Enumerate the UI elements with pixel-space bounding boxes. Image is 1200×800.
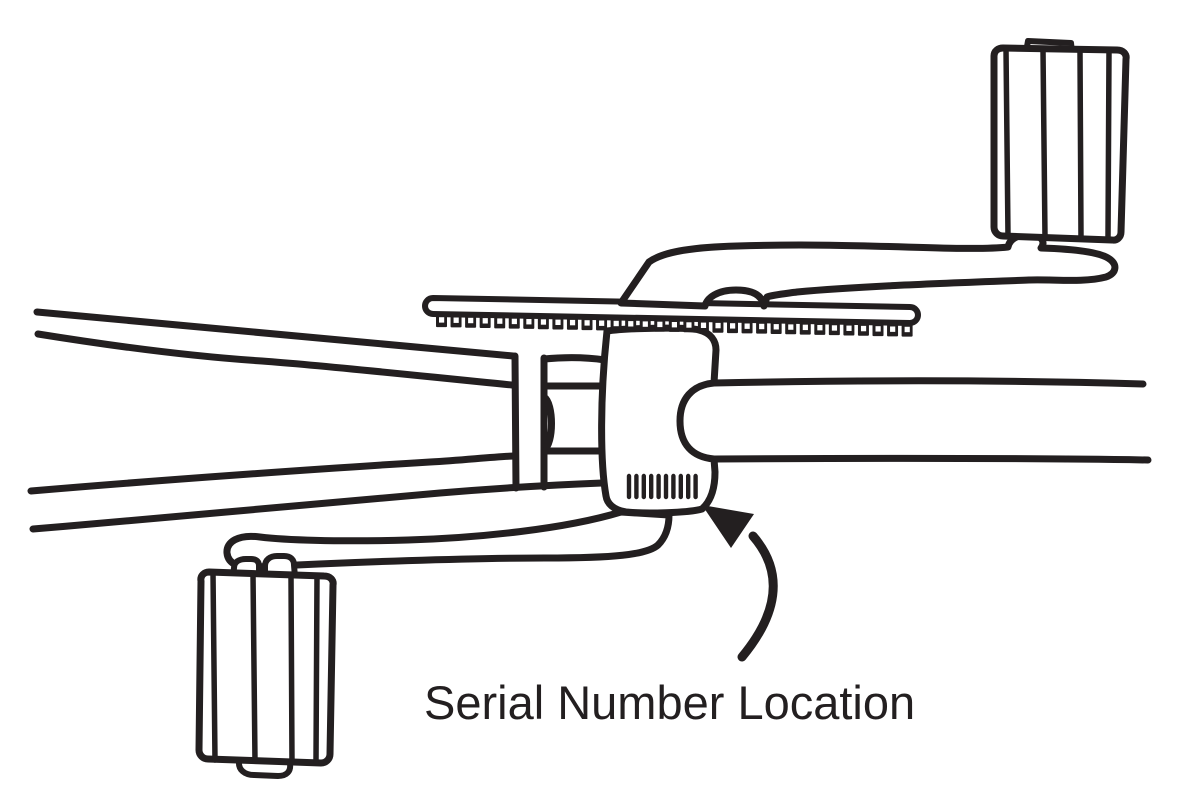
bb-collar-top-line [540, 354, 609, 364]
pedal-right-slat-line [1040, 47, 1048, 240]
pedal-left-body [195, 568, 337, 767]
pedal-left-slat-line [313, 573, 320, 765]
crank-arm-right [617, 231, 1119, 310]
downtube-bottom-line [710, 454, 1152, 464]
serial-number-label: Serial Number Location [424, 676, 916, 729]
pedal-right-body [990, 44, 1130, 244]
chainstay-upper-bottom-line [34, 330, 516, 389]
bottom-bracket-shell [598, 324, 720, 517]
serial-location-arrow-tail [737, 531, 778, 662]
pedal-left-slat-line [288, 572, 295, 765]
chainring-teeth [436, 313, 913, 337]
pedal-left-slat-line [250, 571, 258, 764]
downtube-top-line [710, 377, 1147, 388]
chainstay-yoke-bulge [540, 393, 555, 454]
chainstay-upper-top-line [33, 308, 517, 360]
chainring-bar [422, 295, 921, 326]
pedal-right-slat-line [1003, 46, 1011, 239]
serial-number-marks [626, 473, 698, 500]
pedal-right-slat-line [1077, 48, 1084, 241]
pedal-left-slat-line [210, 570, 218, 763]
chainstay-lower-bottom-line [29, 479, 606, 533]
chainstay-lower-top-line [27, 452, 518, 495]
pedal-right-slat-line [1105, 48, 1112, 241]
serial-location-arrow-head [702, 505, 754, 548]
chainstay-yoke-front-line [511, 352, 520, 492]
